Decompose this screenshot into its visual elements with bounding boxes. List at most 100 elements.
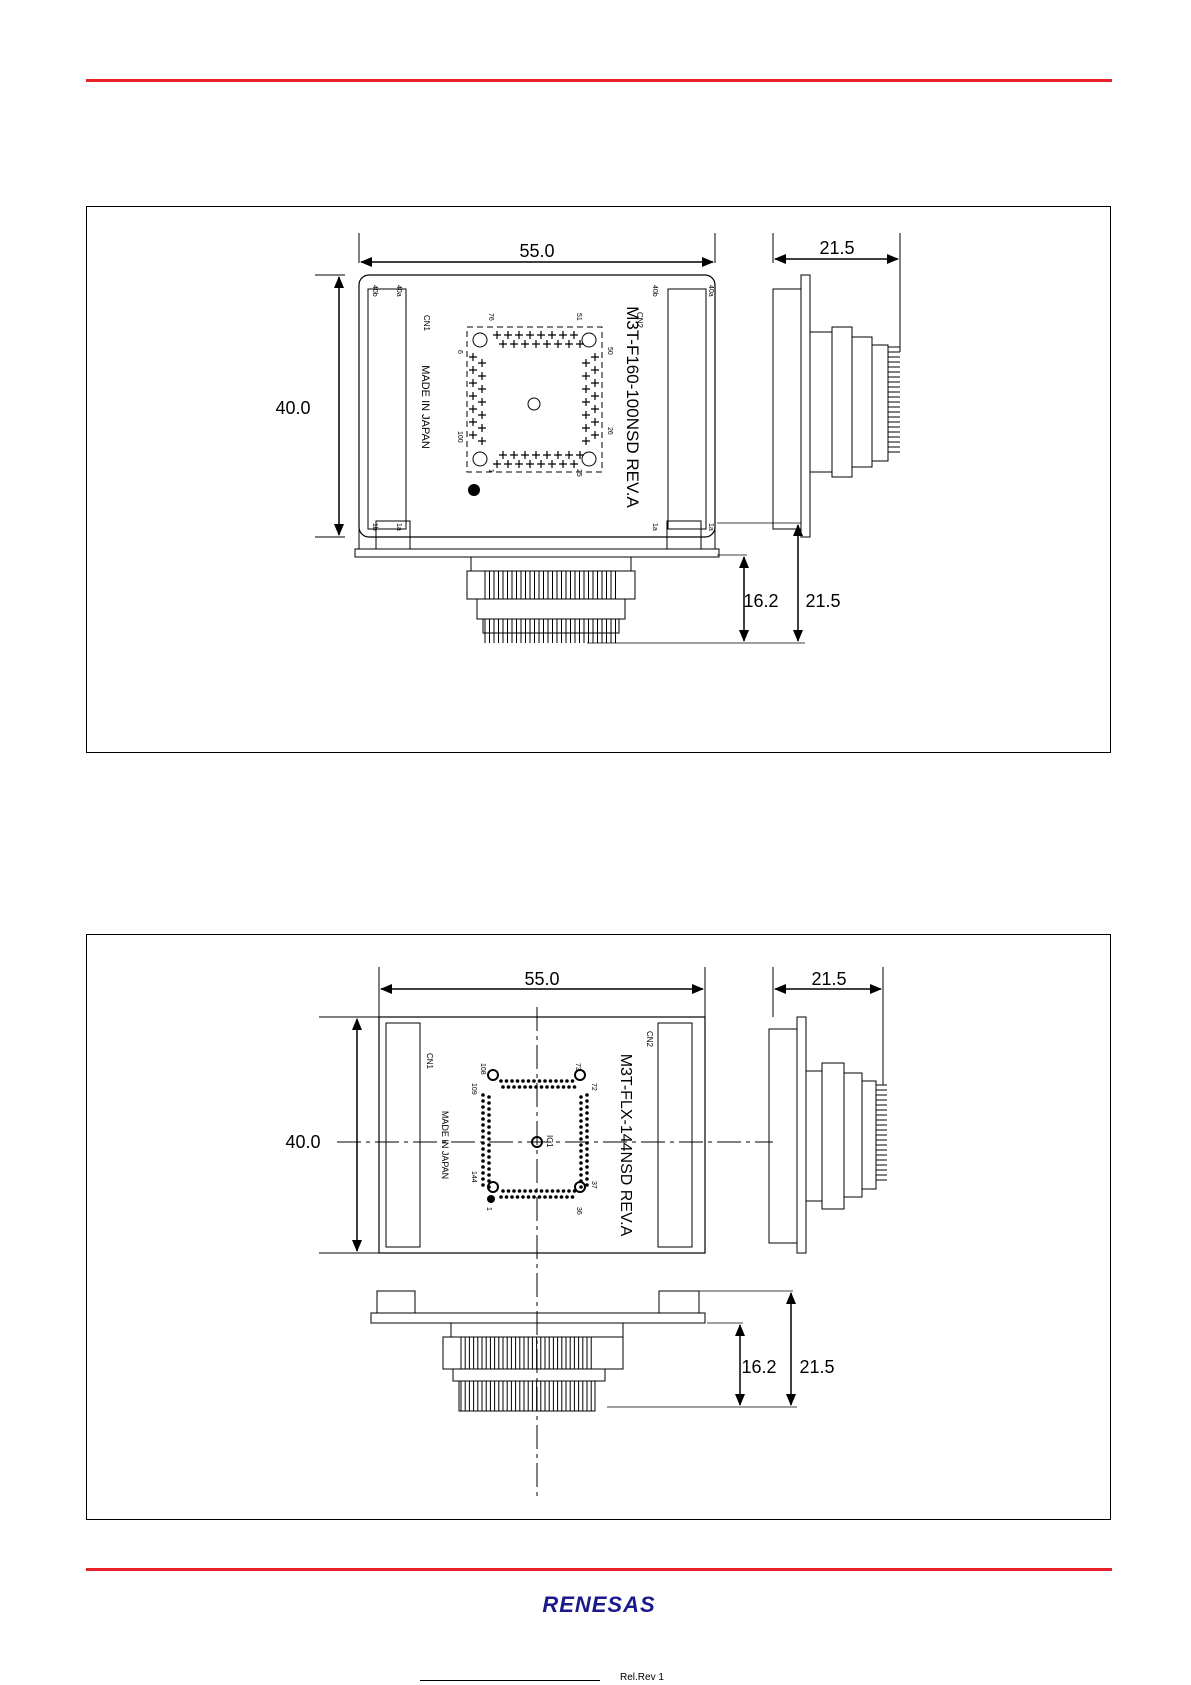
pad-cross: [591, 353, 599, 361]
pad-cross: [469, 366, 477, 374]
pad-dot: [516, 1195, 520, 1199]
svg-text:26: 26: [606, 427, 613, 435]
pad-cross: [510, 451, 518, 459]
pad-dot: [527, 1195, 531, 1199]
pad-cross: [469, 392, 477, 400]
pad-dot: [487, 1101, 491, 1105]
made-in-label: MADE IN JAPAN: [419, 365, 431, 449]
pad-dot: [487, 1161, 491, 1165]
pad-dot: [585, 1111, 589, 1115]
pad-cross: [510, 340, 518, 348]
pad-cross: [591, 366, 599, 374]
pad-dot: [556, 1085, 560, 1089]
pad-dot: [585, 1177, 589, 1181]
pad-dot: [562, 1085, 566, 1089]
footer-rule: [86, 1568, 1112, 1571]
svg-text:25: 25: [575, 469, 582, 477]
height-dim-label: 40.0: [275, 398, 310, 418]
pad-cross: [515, 460, 523, 468]
pad-cross: [532, 340, 540, 348]
pad-dot: [585, 1141, 589, 1145]
pad-cross: [532, 451, 540, 459]
svg-text:72: 72: [590, 1083, 597, 1091]
pad-dot: [538, 1079, 542, 1083]
pad-dot: [481, 1135, 485, 1139]
pad-cross: [582, 385, 590, 393]
pad-cross: [469, 431, 477, 439]
svg-text:50: 50: [606, 347, 613, 355]
pad-dot: [487, 1137, 491, 1141]
svg-text:36: 36: [575, 1207, 582, 1215]
pad-dot: [579, 1161, 583, 1165]
pad-dot: [538, 1195, 542, 1199]
svg-text:6: 6: [456, 350, 463, 354]
pad-cross: [582, 398, 590, 406]
connector-cn1: [386, 1023, 420, 1247]
pad-cross: [591, 392, 599, 400]
pad-dot: [481, 1177, 485, 1181]
svg-text:40a: 40a: [707, 285, 714, 297]
cn1-label: CN1: [422, 315, 431, 332]
svg-text:1b: 1b: [371, 523, 378, 531]
pad-dot: [481, 1105, 485, 1109]
svg-text:109: 109: [470, 1083, 477, 1095]
pad-dot: [579, 1131, 583, 1135]
pad-cross: [582, 411, 590, 419]
svg-text:51: 51: [575, 313, 582, 321]
width-dim-label: 55.0: [524, 969, 559, 989]
pad-dot: [540, 1085, 544, 1089]
renesas-logo-text: RENESAS: [542, 1592, 655, 1617]
pad-cross: [554, 340, 562, 348]
svg-text:1a: 1a: [707, 523, 714, 531]
pad-dot: [545, 1085, 549, 1089]
pad-dot: [507, 1189, 511, 1193]
side-view-right: [769, 1017, 887, 1253]
svg-text:108: 108: [479, 1063, 486, 1075]
pad-dot: [529, 1085, 533, 1089]
pad-cross: [591, 379, 599, 387]
pad-dot: [579, 1095, 583, 1099]
pad-dot: [551, 1085, 555, 1089]
pad-dot: [501, 1189, 505, 1193]
width-dim-label: 55.0: [519, 241, 554, 261]
pad-dot: [571, 1079, 575, 1083]
pad-cross: [478, 398, 486, 406]
pad-dot: [516, 1079, 520, 1083]
pad-cross: [591, 405, 599, 413]
pad-dot: [523, 1189, 527, 1193]
pad-cross: [521, 451, 529, 459]
height-total-dim-label: 21.5: [799, 1357, 834, 1377]
height-short-dim-label: 16.2: [743, 591, 778, 611]
pad-dot: [585, 1123, 589, 1127]
pad-dot: [487, 1155, 491, 1159]
pad-cross: [521, 340, 529, 348]
pad-dot: [585, 1165, 589, 1169]
pad-dot: [551, 1189, 555, 1193]
pad-dot: [560, 1079, 564, 1083]
pad-dot: [554, 1195, 558, 1199]
pad-dot: [585, 1093, 589, 1097]
pad-dot: [585, 1171, 589, 1175]
height-short-dim-label: 16.2: [741, 1357, 776, 1377]
ic1-label: IC1: [545, 1135, 554, 1148]
pad-dot: [554, 1079, 558, 1083]
pad-dot: [481, 1123, 485, 1127]
pad-cross: [526, 460, 534, 468]
pad-dot: [543, 1195, 547, 1199]
connector-cn2: [658, 1023, 692, 1247]
svg-text:40b: 40b: [651, 285, 658, 297]
pad-dot: [579, 1155, 583, 1159]
pad-dot: [579, 1167, 583, 1171]
pad-dot: [549, 1195, 553, 1199]
cn2-label: CN2: [645, 1031, 654, 1048]
side-view-bottom: [355, 503, 719, 643]
pad-cross: [582, 437, 590, 445]
svg-text:1a: 1a: [395, 523, 402, 531]
pad-dot: [507, 1085, 511, 1089]
svg-text:76: 76: [487, 313, 494, 321]
pad-dot: [481, 1159, 485, 1163]
ic-footprint: [467, 327, 602, 472]
height-total-dim-label: 21.5: [805, 591, 840, 611]
footer-text: Rel.Rev 1: [620, 1672, 664, 1684]
pad-dot: [579, 1119, 583, 1123]
